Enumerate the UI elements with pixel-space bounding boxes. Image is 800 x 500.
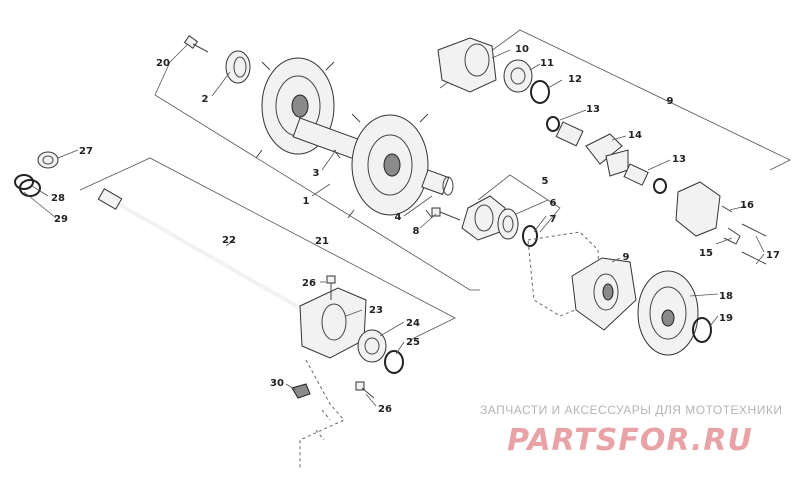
bushing-13-lower — [623, 163, 667, 194]
callout-7: 7 — [550, 214, 557, 225]
callout-13-lower: 13 — [672, 154, 686, 165]
group-bracket-1 — [154, 61, 480, 291]
callout-11: 11 — [540, 58, 554, 69]
callout-20: 20 — [156, 58, 170, 69]
seal-2 — [225, 50, 251, 84]
clamp-29 — [19, 179, 41, 197]
bearing-6 — [497, 208, 519, 240]
callout-4: 4 — [395, 212, 402, 223]
ring-19 — [692, 317, 712, 343]
watermark-logo: PARTSFOR.RU — [507, 423, 753, 458]
clamp-28 — [14, 174, 34, 190]
callout-27: 27 — [79, 146, 93, 157]
callout-10: 10 — [515, 44, 529, 55]
callout-1: 1 — [303, 196, 310, 207]
callout-17: 17 — [766, 250, 780, 261]
callout-labels: 1 2 3 4 5 6 7 8 9 9 10 11 12 13 13 14 15… — [51, 44, 780, 415]
callout-16: 16 — [740, 200, 754, 211]
ring-25 — [384, 350, 404, 374]
bolt-26-upper — [326, 275, 336, 300]
callout-23: 23 — [369, 305, 383, 316]
bolt-20 — [183, 35, 209, 53]
drive-sprocket-3 — [255, 57, 433, 219]
callout-9-upper: 9 — [667, 96, 674, 107]
group-bracket-21 — [79, 157, 456, 341]
callout-12: 12 — [568, 74, 582, 85]
callout-22: 22 — [222, 235, 236, 246]
bolts-17 — [741, 223, 767, 265]
callout-6: 6 — [550, 198, 557, 209]
callout-26-upper: 26 — [302, 278, 316, 289]
watermark-caption: ЗАПЧАСТИ И АКСЕССУАРЫ ДЛЯ МОТОТЕХНИКИ — [480, 403, 783, 417]
bracket-14 — [585, 133, 629, 177]
callout-26-lower: 26 — [378, 404, 392, 415]
callout-15: 15 — [699, 248, 713, 259]
callout-25: 25 — [406, 337, 420, 348]
ring-7 — [522, 225, 538, 247]
bearing-24 — [357, 329, 387, 363]
bolt-26-lower — [355, 381, 375, 399]
housing-9-lower — [571, 257, 637, 331]
bolt-8 — [431, 207, 461, 221]
callout-18: 18 — [719, 291, 733, 302]
callout-5: 5 — [542, 176, 549, 187]
callout-21: 21 — [315, 236, 329, 247]
callout-9-lower: 9 — [623, 252, 630, 263]
callout-13-upper: 13 — [586, 104, 600, 115]
end-cap-27 — [37, 151, 59, 169]
clip-30 — [291, 383, 311, 399]
mount-bracket — [299, 359, 345, 470]
group-bracket-5 — [477, 174, 561, 233]
callout-2: 2 — [202, 94, 209, 105]
pin-16 — [721, 205, 733, 213]
callout-24: 24 — [406, 318, 420, 329]
housing-10 — [437, 37, 497, 93]
site-watermark: ЗАПЧАСТИ И АКСЕССУАРЫ ДЛЯ МОТОТЕХНИКИ PA… — [480, 403, 783, 458]
callout-14: 14 — [628, 130, 642, 141]
driveshaft-22 — [97, 188, 301, 310]
ring-12 — [530, 80, 550, 104]
housing-15 — [675, 181, 741, 245]
bearing-11 — [503, 59, 533, 93]
shaft-end-4 — [421, 169, 454, 196]
callout-8: 8 — [413, 226, 420, 237]
driven-disc-18 — [637, 270, 699, 356]
callout-29: 29 — [54, 214, 68, 225]
bushing-13-upper — [546, 116, 584, 147]
callout-19: 19 — [719, 313, 733, 324]
flange-housing-23 — [299, 287, 367, 359]
leader-lines — [23, 43, 765, 407]
callout-30: 30 — [270, 378, 284, 389]
callout-28: 28 — [51, 193, 65, 204]
callout-3: 3 — [313, 168, 320, 179]
